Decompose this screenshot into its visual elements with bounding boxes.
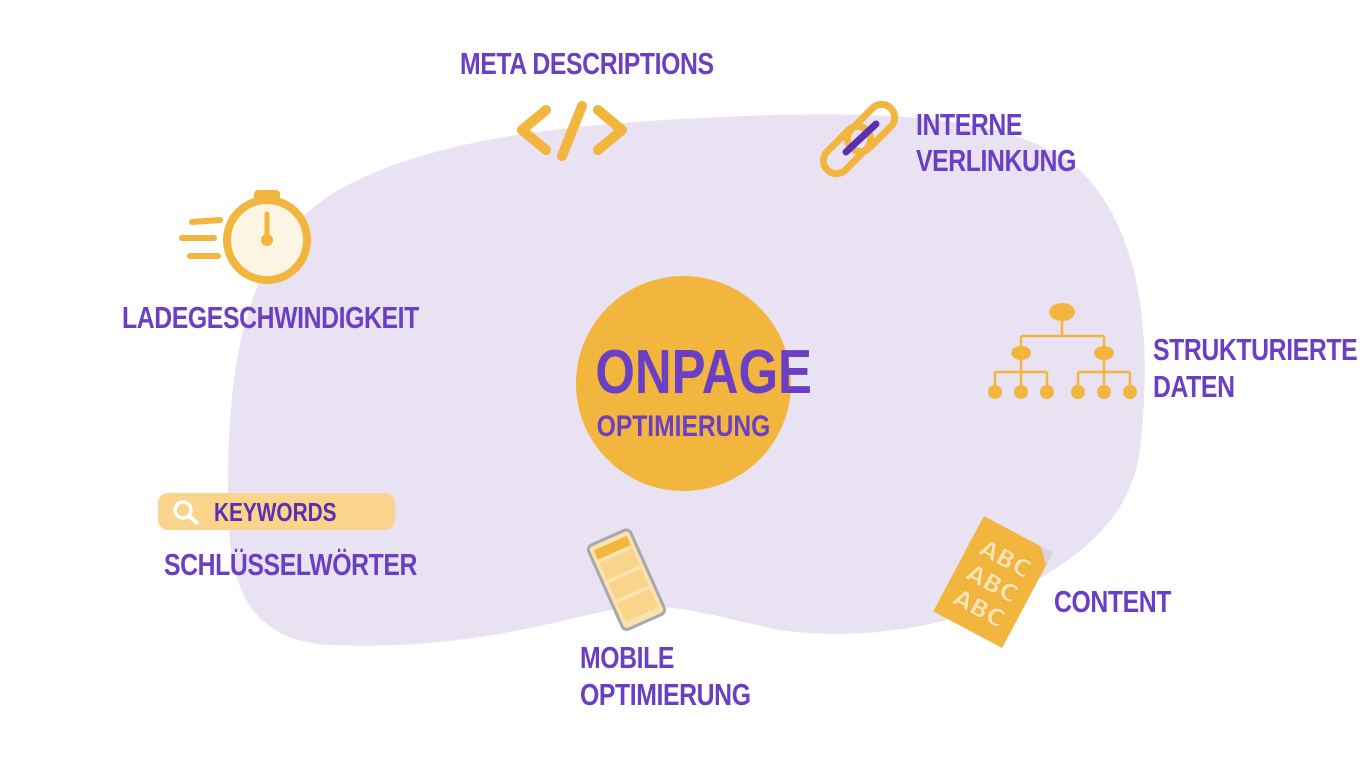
daten-label: DATEN — [1153, 369, 1235, 404]
document-icon: ABC ABC ABC — [933, 516, 1053, 648]
verlinkung-label: VERLINKUNG — [916, 143, 1076, 178]
strukturierte-label: STRUKTURIERTE — [1153, 332, 1358, 367]
interne-label: INTERNE — [916, 107, 1023, 142]
smartphone-icon — [586, 528, 667, 631]
stopwatch-icon — [179, 190, 311, 284]
chain-link-icon — [819, 100, 899, 178]
center-subtitle: OPTIMIERUNG — [596, 410, 771, 443]
optimierung-label: OPTIMIERUNG — [580, 677, 751, 712]
mobile-label: MOBILE — [580, 640, 675, 675]
hierarchy-tree-icon — [988, 303, 1137, 399]
keywords-badge-text: KEYWORDS — [214, 497, 337, 527]
code-brackets-icon — [517, 101, 627, 161]
keyword-search-bar: KEYWORDS — [158, 493, 395, 530]
center-title: ONPAGE — [595, 338, 812, 407]
search-icon — [173, 500, 199, 525]
center-circle: ONPAGE OPTIMIERUNG — [576, 276, 812, 491]
ladegeschwindigkeit-label: LADEGESCHWINDIGKEIT — [122, 300, 419, 335]
schluesselwoerter-label: SCHLÜSSELWÖRTER — [164, 547, 418, 582]
meta-descriptions-label: META DESCRIPTIONS — [460, 46, 714, 81]
content-label: CONTENT — [1054, 584, 1172, 619]
